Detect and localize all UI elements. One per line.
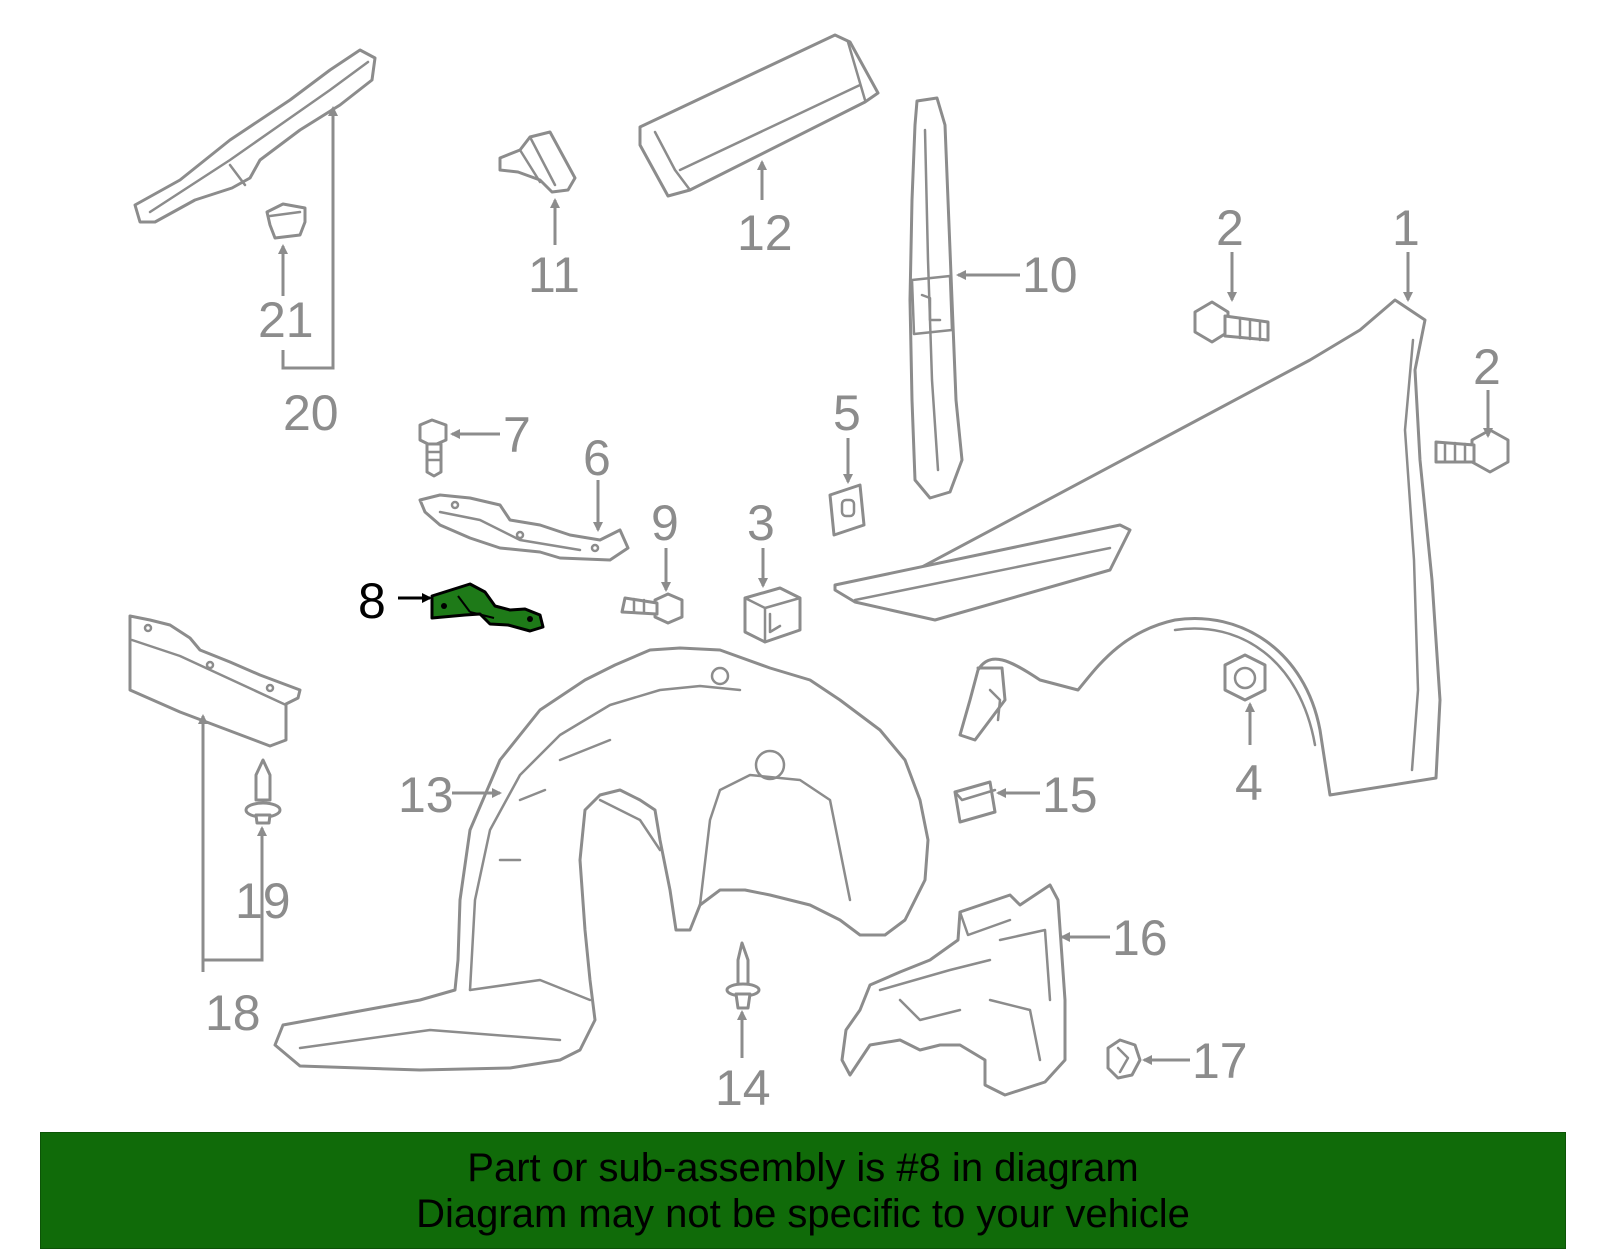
label-10: 10 xyxy=(1022,247,1078,303)
part-2-bolt-upper xyxy=(1193,300,1270,344)
info-banner: Part or sub-assembly is #8 in diagram Di… xyxy=(40,1132,1566,1249)
part-14-pin xyxy=(725,941,761,1010)
label-1: 1 xyxy=(1392,200,1420,256)
part-5-clip xyxy=(828,483,866,537)
part-19-pin xyxy=(244,758,282,825)
part-10-seal xyxy=(908,96,964,500)
label-13: 13 xyxy=(398,767,454,823)
banner-line-1: Part or sub-assembly is #8 in diagram xyxy=(467,1146,1139,1190)
part-17-clip xyxy=(1106,1038,1142,1080)
label-14: 14 xyxy=(715,1060,771,1116)
label-19: 19 xyxy=(235,873,291,929)
part-1-fender xyxy=(858,298,1442,797)
part-16-shield xyxy=(840,883,1067,1097)
label-4: 4 xyxy=(1235,755,1263,811)
label-15: 15 xyxy=(1042,767,1098,823)
label-11: 11 xyxy=(528,247,580,303)
label-2-upper: 2 xyxy=(1216,200,1244,256)
part-9-bolt xyxy=(620,592,684,625)
part-11-bracket xyxy=(498,130,577,194)
part-20-rail xyxy=(133,48,377,224)
part-12-seal xyxy=(638,33,880,198)
part-4-nut xyxy=(1223,653,1267,702)
label-3: 3 xyxy=(747,495,775,551)
label-8: 8 xyxy=(358,573,386,629)
callout-numbers: 1 2 2 3 4 5 6 7 8 9 10 11 12 13 14 15 16… xyxy=(205,200,1501,1116)
part-21-clip xyxy=(265,202,307,240)
label-9: 9 xyxy=(651,495,679,551)
label-21: 21 xyxy=(258,292,314,348)
label-20: 20 xyxy=(283,385,339,441)
part-7-bolt xyxy=(418,418,448,478)
leader-lines xyxy=(198,106,1493,1065)
part-15-clip xyxy=(953,780,997,824)
part-fender-molding xyxy=(833,523,1132,622)
label-5: 5 xyxy=(833,385,861,441)
label-17: 17 xyxy=(1192,1033,1248,1089)
part-6-bracket xyxy=(418,493,630,562)
label-2-lower: 2 xyxy=(1473,339,1501,395)
label-16: 16 xyxy=(1112,910,1168,966)
label-6: 6 xyxy=(583,430,611,486)
part-8-bracket-highlighted xyxy=(430,582,545,633)
label-7: 7 xyxy=(503,407,531,463)
label-18: 18 xyxy=(205,985,261,1041)
part-13-liner xyxy=(273,646,930,1072)
label-12: 12 xyxy=(737,205,793,261)
part-3-clip xyxy=(743,586,802,644)
part-2-bolt-lower xyxy=(1434,428,1510,474)
part-18-support xyxy=(128,614,302,748)
banner-line-2: Diagram may not be specific to your vehi… xyxy=(416,1192,1190,1236)
